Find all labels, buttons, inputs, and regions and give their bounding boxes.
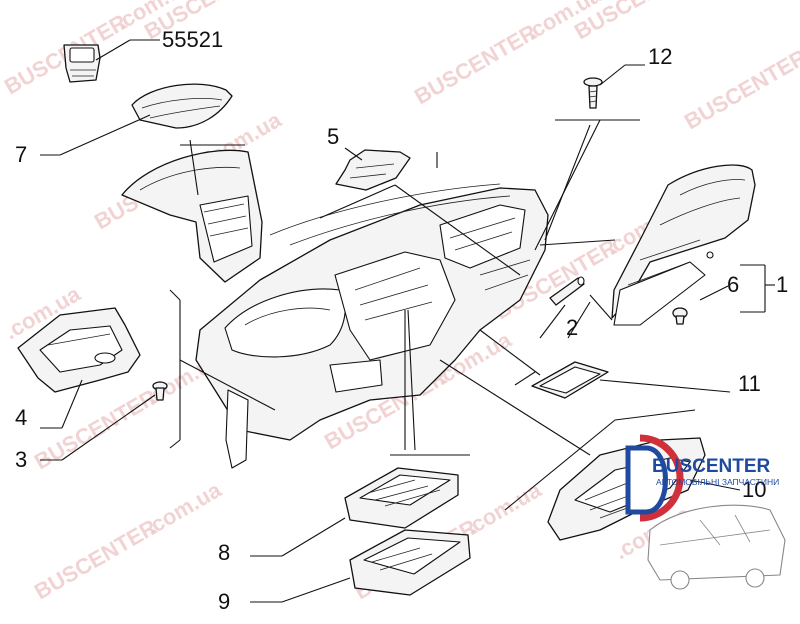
callout-3: 3 <box>15 447 27 472</box>
van-illustration <box>647 504 786 590</box>
part-bolt-3 <box>152 381 168 401</box>
logo-tagline: АВТОМОБІЛЬНІ ЗАПЧАСТИНИ <box>656 477 779 487</box>
callout-6: 6 <box>727 272 739 297</box>
part-mat-11 <box>531 361 609 399</box>
part-bracket-5 <box>335 149 411 191</box>
callout-7: 7 <box>15 142 27 167</box>
watermark-brand: BUSCENTER <box>410 19 541 109</box>
part-side-pocket-4 <box>17 307 141 393</box>
callout-1: 1 <box>776 272 788 297</box>
part-tray-8 <box>344 467 459 529</box>
callout-4: 4 <box>15 405 27 430</box>
part-dashboard-main <box>195 183 549 469</box>
callout-8: 8 <box>218 540 230 565</box>
part-screw-12 <box>583 77 603 109</box>
callout-labels: 55521 12 7 5 6 1 2 4 3 11 10 8 9 <box>15 27 788 614</box>
callout-9: 9 <box>218 589 230 614</box>
callout-5: 5 <box>327 124 339 149</box>
logo-name: BUSCENTER <box>652 456 771 477</box>
callout-12: 12 <box>648 44 672 69</box>
part-tray-9 <box>349 529 471 596</box>
watermark-brand: BUSCENTER <box>30 514 161 604</box>
part-switch-55521 <box>63 44 101 83</box>
watermark-brand: BUSCENTER <box>30 384 161 474</box>
callout-11: 11 <box>738 371 761 396</box>
watermark-brand: BUSCENTER <box>680 44 800 134</box>
part-screw-6 <box>672 307 688 325</box>
watermark-domain: .com.ua <box>141 477 226 541</box>
buscenter-logo: BUSCENTER АВТОМОБІЛЬНІ ЗАПЧАСТИНИ <box>625 434 779 522</box>
part-upper-cover-7 <box>131 83 233 129</box>
callout-2: 2 <box>566 315 578 340</box>
part-glovebox-lid-1 <box>611 164 756 326</box>
part-rod-2 <box>549 276 585 306</box>
callout-55521: 55521 <box>162 27 223 52</box>
callout-10: 10 <box>742 477 766 502</box>
leader-lines <box>40 39 775 603</box>
part-instrument-frame <box>121 149 263 283</box>
